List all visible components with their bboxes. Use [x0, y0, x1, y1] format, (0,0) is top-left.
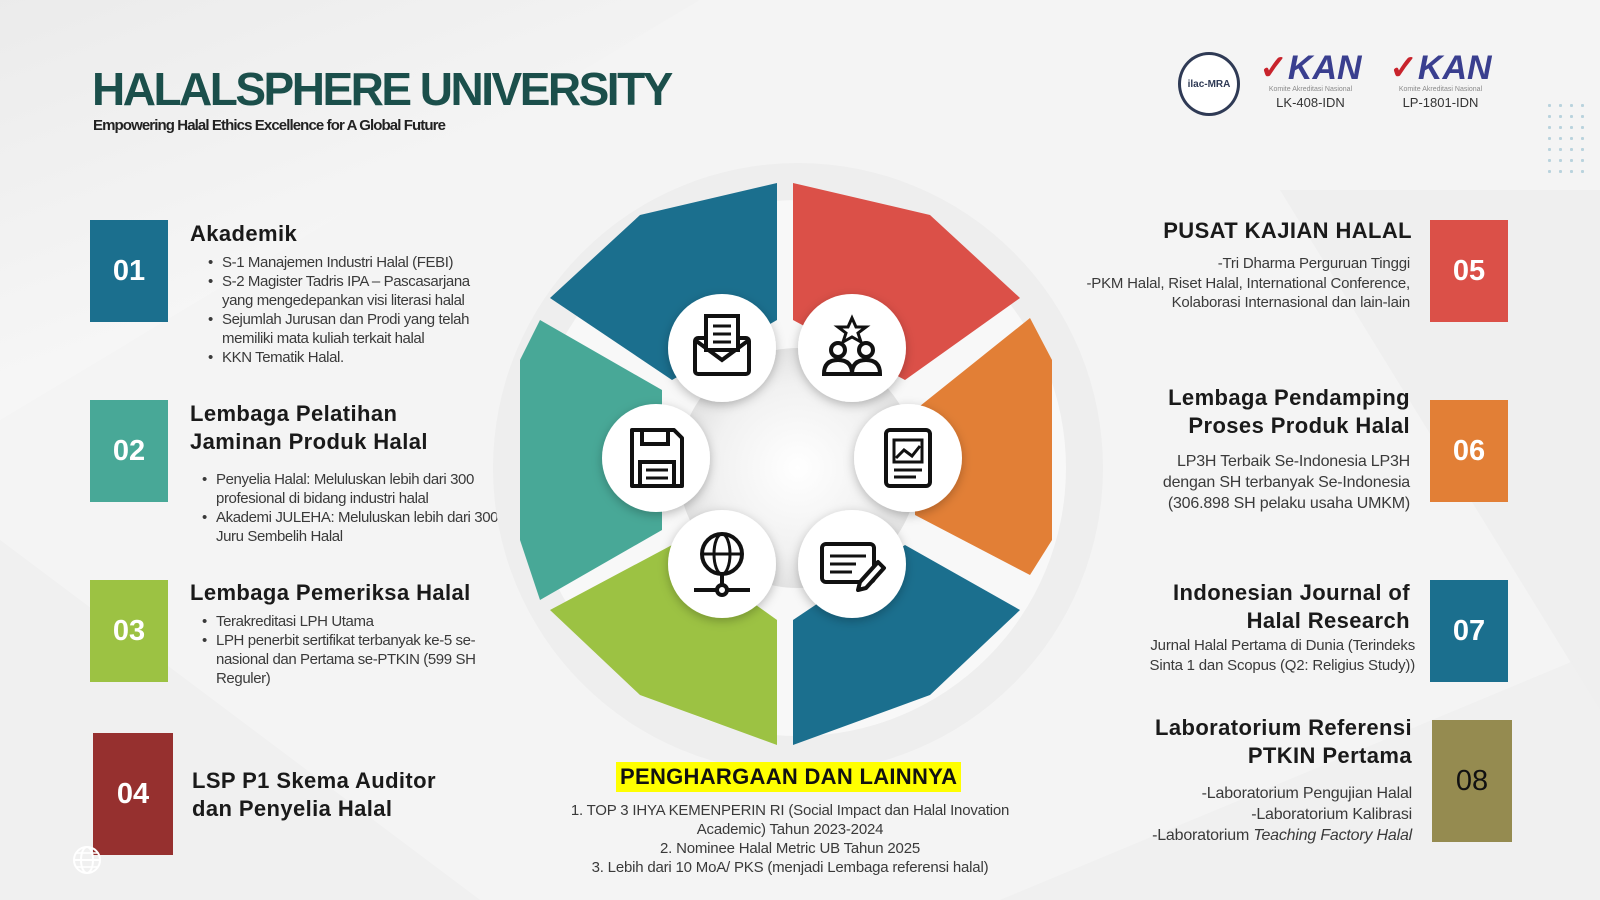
text-line: -Laboratorium Kalibrasi [1251, 806, 1412, 823]
section-title-lembaga-pemeriksa: Lembaga Pemeriksa Halal [190, 580, 471, 605]
list-item: KKN Tematik Halal. [204, 348, 504, 367]
list-item: S-1 Manajemen Industri Halal (FEBI) [204, 253, 504, 272]
icon-circle-bg [668, 510, 776, 618]
lembaga-pemeriksa-list: Terakreditasi LPH Utama LPH penerbit ser… [198, 612, 508, 688]
indonesian-journal-text: Jurnal Halal Pertama di Dunia (Terindeks… [1075, 636, 1416, 675]
check-icon: ✓ [1389, 49, 1418, 87]
number-box-04: 04 [93, 733, 173, 855]
title-line: Indonesian Journal of [1173, 580, 1410, 605]
list-item: Terakreditasi LPH Utama [198, 612, 508, 631]
icon-circle-bg [798, 294, 906, 402]
people-star-icon-circle [798, 294, 906, 402]
award-item: 3. Lebih dari 10 MoA/ PKS (menjadi Lemba… [591, 859, 989, 876]
award-item: 1. TOP 3 IHYA KEMENPERIN RI (Social Impa… [570, 802, 1010, 819]
segment-left [520, 320, 662, 600]
list-item: LPH penerbit sertifikat terbanyak ke-5 s… [198, 631, 508, 688]
laboratorium-text: -Laboratorium Pengujian Halal -Laborator… [1072, 783, 1412, 846]
award-item: 2. Nominee Halal Metric UB Tahun 2025 [660, 840, 920, 857]
hexagon-wheel-diagram [493, 163, 1103, 773]
accreditation-logos: ilac-MRA ✓KAN Komite Akreditasi Nasional… [1178, 50, 1518, 120]
number-box-02: 02 [90, 400, 168, 502]
kan-code: LP-1801-IDN [1402, 95, 1479, 110]
kan-code: LK-408-IDN [1276, 95, 1345, 110]
page-subtitle: Empowering Halal Ethics Excellence for A… [93, 117, 446, 134]
title-line: Lembaga Pendamping [1168, 385, 1410, 410]
envelope-icon-circle [668, 294, 776, 402]
text-line: LP3H Terbaik Se-Indonesia LP3H [1177, 453, 1410, 470]
number-box-05: 05 [1430, 220, 1508, 322]
number-box-07: 07 [1430, 580, 1508, 682]
globe-network-icon [694, 532, 750, 597]
title-line: Lembaga Pelatihan [190, 401, 398, 426]
award-item: Academic) Tahun 2023-2024 [696, 821, 884, 838]
segment-right [915, 318, 1052, 575]
number-box-01: 01 [90, 220, 168, 322]
kan-mark: KAN [1287, 49, 1362, 87]
title-line: dan Penyelia Halal [192, 796, 393, 821]
lembaga-pendamping-text: LP3H Terbaik Se-Indonesia LP3H dengan SH… [1090, 451, 1410, 514]
envelope-icon [693, 314, 751, 376]
section-title-akademik: Akademik [190, 221, 298, 246]
kan-subtext: Komite Akreditasi Nasional [1398, 86, 1483, 93]
title-line: Laboratorium Referensi [1155, 715, 1412, 740]
text-line: (306.898 SH pelaku usaha UMKM) [1167, 495, 1410, 512]
title-line: PTKIN Pertama [1247, 743, 1412, 768]
ilac-mra-logo: ilac-MRA [1178, 52, 1240, 116]
kan-logo-lk: ✓KAN Komite Akreditasi Nasional LK-408-I… [1248, 50, 1373, 120]
section-title-pusat-kajian: PUSAT KAJIAN HALAL [1163, 218, 1412, 243]
section-title-indonesian-journal: Indonesian Journal of Halal Research [1173, 579, 1410, 635]
kan-logo-lp: ✓KAN Komite Akreditasi Nasional LP-1801-… [1378, 50, 1503, 120]
pusat-kajian-text: -Tri Dharma Perguruan Tinggi -PKM Halal,… [1030, 254, 1411, 313]
list-item: Akademi JULEHA: Meluluskan lebih dari 30… [198, 508, 508, 546]
text-line: -Laboratorium Pengujian Halal [1201, 785, 1413, 802]
kan-subtext: Komite Akreditasi Nasional [1268, 86, 1353, 93]
number-box-06: 06 [1430, 400, 1508, 502]
text-line: Kolaborasi Internasional dan lain-lain [1171, 294, 1411, 311]
number-box-08: 08 [1432, 720, 1512, 842]
title-line: LSP P1 Skema Auditor [192, 768, 436, 793]
people-star-icon [821, 314, 883, 376]
title-line: Halal Research [1246, 608, 1410, 633]
decorative-dots [1544, 100, 1588, 176]
title-line: Proses Produk Halal [1188, 413, 1410, 438]
page-title: HALALSPHERE UNIVERSITY [92, 63, 673, 115]
globe-network-icon-circle [668, 510, 776, 618]
akademik-list: S-1 Manajemen Industri Halal (FEBI) S-2 … [204, 253, 504, 367]
list-item: Sejumlah Jurusan dan Prodi yang telah me… [204, 310, 504, 348]
text-line: -Laboratorium Teaching Factory Halal [1072, 825, 1412, 846]
title-line: Jaminan Produk Halal [190, 429, 428, 454]
icon-circle-bg [854, 404, 962, 512]
check-icon: ✓ [1259, 49, 1288, 87]
lembaga-pelatihan-list: Penyelia Halal: Meluluskan lebih dari 30… [198, 470, 508, 546]
globe-icon [73, 846, 101, 874]
list-item: Penyelia Halal: Meluluskan lebih dari 30… [198, 470, 508, 508]
awards-list: 1. TOP 3 IHYA KEMENPERIN RI (Social Impa… [520, 801, 1060, 877]
ilac-mra-label: ilac-MRA [1187, 78, 1231, 90]
report-icon [884, 428, 932, 488]
text-line: Sinta 1 dan Scopus (Q2: Religius Study)) [1149, 656, 1416, 674]
text-line: -Tri Dharma Perguruan Tinggi [1217, 255, 1410, 272]
edit-document-icon-circle [798, 510, 906, 618]
awards-title: PENGHARGAAN DAN LAINNYA [616, 762, 962, 792]
section-title-lsp: LSP P1 Skema Auditor dan Penyelia Halal [192, 767, 436, 823]
floppy-disk-icon-circle [602, 404, 710, 512]
section-title-laboratorium: Laboratorium Referensi PTKIN Pertama [1155, 714, 1412, 770]
section-title-lembaga-pelatihan: Lembaga Pelatihan Jaminan Produk Halal [190, 400, 428, 456]
text-line: -PKM Halal, Riset Halal, International C… [1086, 274, 1411, 292]
list-item: S-2 Magister Tadris IPA – Pascasarjana y… [204, 272, 504, 310]
number-box-03: 03 [90, 580, 168, 682]
floppy-disk-icon [630, 428, 684, 488]
text-italic: Teaching Factory Halal [1253, 827, 1412, 844]
text-prefix: -Laboratorium [1152, 827, 1254, 844]
icon-circle-bg [602, 404, 710, 512]
report-icon-circle [854, 404, 962, 512]
kan-mark: KAN [1417, 49, 1492, 87]
edit-document-icon [820, 542, 886, 592]
text-line: dengan SH terbanyak Se-Indonesia [1162, 474, 1410, 491]
text-line: Jurnal Halal Pertama di Dunia (Terindeks [1150, 637, 1415, 654]
section-title-lembaga-pendamping: Lembaga Pendamping Proses Produk Halal [1168, 384, 1410, 440]
